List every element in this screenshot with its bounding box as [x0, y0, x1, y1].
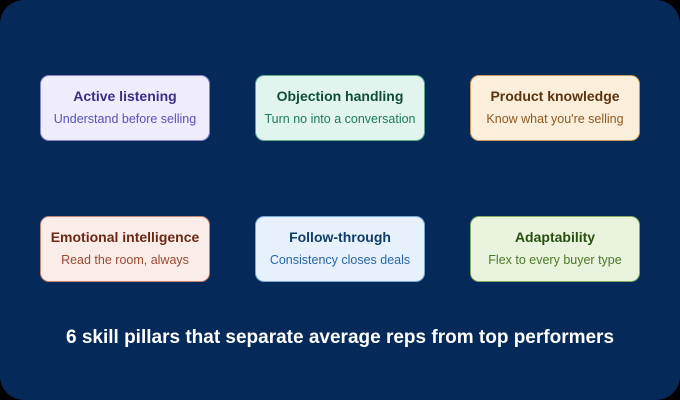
card-title: Objection handling — [276, 88, 404, 104]
card-title: Emotional intelligence — [50, 229, 200, 245]
skill-card-adaptability: Adaptability Flex to every buyer type — [470, 216, 640, 282]
skill-card-emotional-intelligence: Emotional intelligence Read the room, al… — [40, 216, 210, 282]
card-title: Adaptability — [514, 229, 596, 245]
card-subtitle: Read the room, always — [61, 253, 189, 267]
card-subtitle: Flex to every buyer type — [488, 253, 622, 267]
card-subtitle: Consistency closes deals — [269, 253, 411, 267]
card-subtitle: Understand before selling — [53, 112, 197, 126]
card-title: Product knowledge — [490, 88, 620, 104]
skill-card-follow-through: Follow-through Consistency closes deals — [255, 216, 425, 282]
skill-card-product-knowledge: Product knowledge Know what you're selli… — [470, 75, 640, 141]
skill-card-objection-handling: Objection handling Turn no into a conver… — [255, 75, 425, 141]
card-title: Active listening — [73, 88, 177, 104]
card-subtitle: Turn no into a conversation — [264, 112, 416, 126]
diagram-caption: 6 skill pillars that separate average re… — [65, 327, 615, 348]
card-title: Follow-through — [289, 229, 391, 245]
skill-card-active-listening: Active listening Understand before selli… — [40, 75, 210, 141]
card-subtitle: Know what you're selling — [486, 112, 624, 126]
